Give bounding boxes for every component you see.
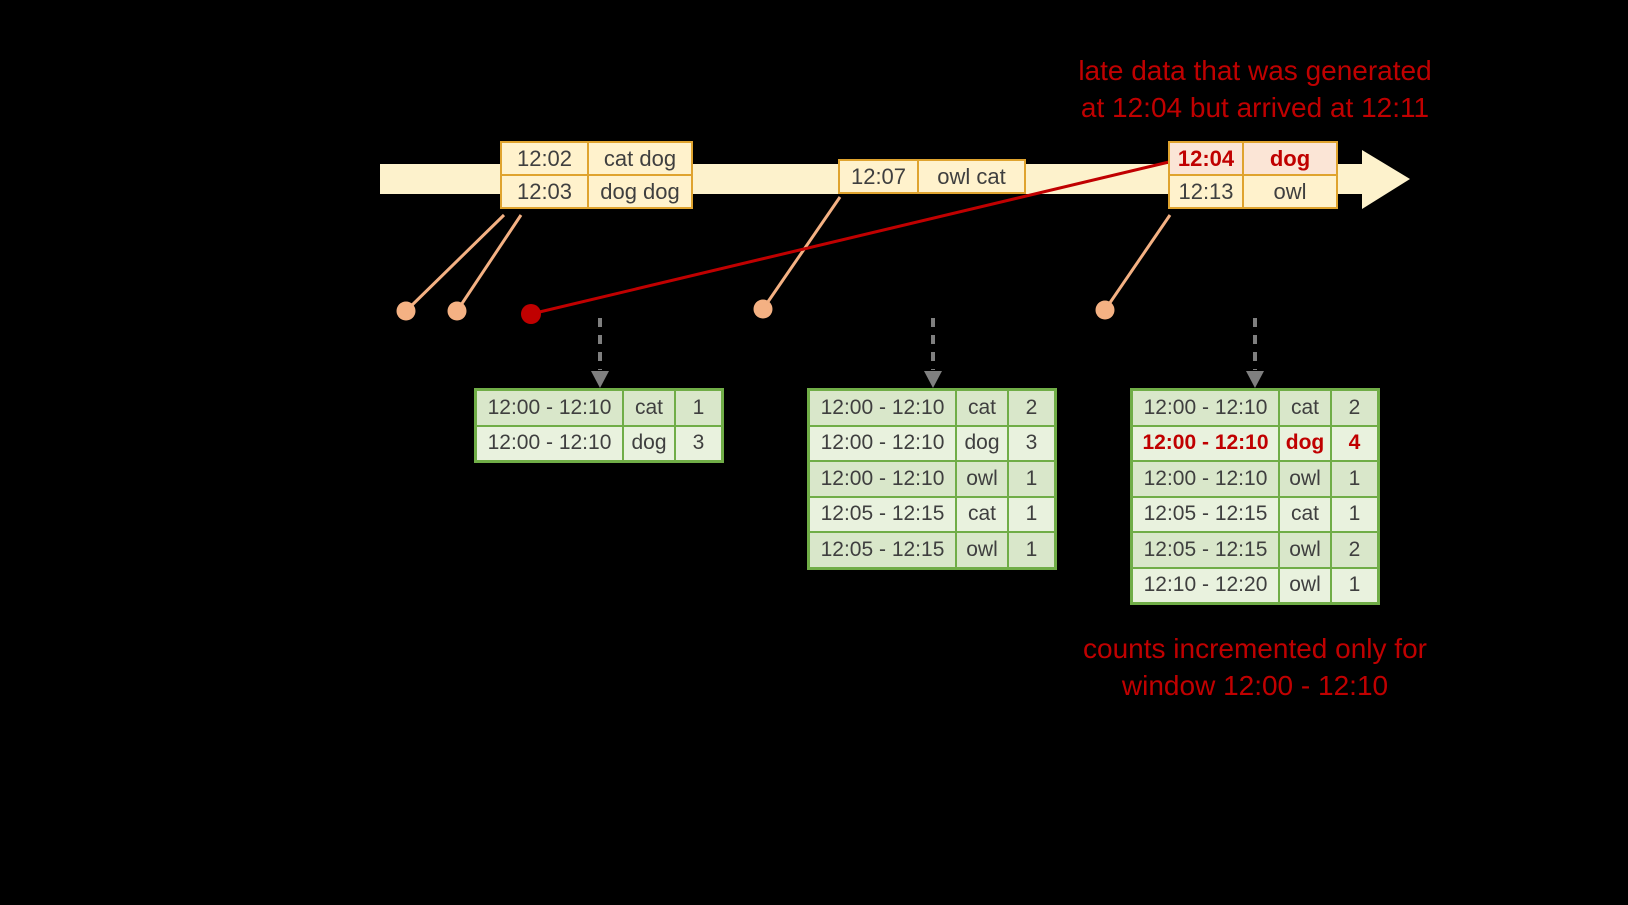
- result-window-cell: 12:00 - 12:10: [807, 424, 957, 462]
- result-word-cell: cat: [622, 388, 676, 427]
- result-count-cell: 2: [1007, 388, 1057, 427]
- result-word-cell: dog: [1278, 424, 1332, 462]
- connector-line: [455, 214, 523, 312]
- late-data-annotation-line1: late data that was generated: [1078, 55, 1432, 86]
- event-time-cell: 12:04: [1168, 141, 1244, 176]
- result-window-cell: 12:00 - 12:10: [1130, 388, 1280, 427]
- event-words-cell: dog dog: [587, 174, 693, 209]
- late-data-annotation-line2: at 12:04 but arrived at 12:11: [1080, 92, 1430, 123]
- event-time-cell: 12:07: [838, 159, 919, 194]
- connector-line: [404, 213, 506, 313]
- result-window-cell: 12:00 - 12:10: [1130, 424, 1280, 462]
- event-words-cell: cat dog: [587, 141, 693, 176]
- counts-incremented-annotation: counts incremented only for window 12:00…: [995, 630, 1515, 704]
- result-count-cell: 1: [674, 388, 724, 427]
- result-window-cell: 12:00 - 12:10: [474, 424, 624, 463]
- result-word-cell: cat: [1278, 388, 1332, 427]
- trigger-arrow-head-icon: [924, 371, 942, 388]
- result-word-cell: cat: [1278, 495, 1332, 533]
- result-window-cell: 12:05 - 12:15: [1130, 531, 1280, 569]
- result-window-cell: 12:05 - 12:15: [807, 495, 957, 533]
- event-words-cell: dog: [1242, 141, 1338, 176]
- late-event-dot: [521, 304, 541, 324]
- result-word-cell: dog: [622, 424, 676, 463]
- trigger-arrow-head-icon: [591, 371, 609, 388]
- event-dot: [396, 301, 416, 321]
- result-window-cell: 12:00 - 12:10: [807, 460, 957, 498]
- result-count-cell: 1: [1007, 531, 1057, 569]
- event-dot: [447, 301, 467, 321]
- result-count-cell: 1: [1007, 460, 1057, 498]
- result-count-cell: 1: [1330, 460, 1380, 498]
- result-count-cell: 2: [1330, 388, 1380, 427]
- result-window-cell: 12:05 - 12:15: [1130, 495, 1280, 533]
- counts-annotation-line1: counts incremented only for: [1083, 633, 1427, 664]
- connector-line: [761, 196, 842, 310]
- result-window-cell: 12:10 - 12:20: [1130, 566, 1280, 605]
- result-count-cell: 1: [1007, 495, 1057, 533]
- result-word-cell: cat: [955, 388, 1009, 427]
- connector-line: [1103, 214, 1172, 311]
- event-time-cell: 12:13: [1168, 174, 1244, 209]
- event-time-cell: 12:02: [500, 141, 589, 176]
- result-window-cell: 12:00 - 12:10: [807, 388, 957, 427]
- late-data-connector-line: [530, 160, 1170, 316]
- result-count-cell: 1: [1330, 495, 1380, 533]
- result-count-cell: 2: [1330, 531, 1380, 569]
- result-word-cell: owl: [1278, 531, 1332, 569]
- late-data-annotation: late data that was generated at 12:04 bu…: [995, 52, 1515, 126]
- result-count-cell: 1: [1330, 566, 1380, 605]
- result-word-cell: dog: [955, 424, 1009, 462]
- result-window-cell: 12:00 - 12:10: [474, 388, 624, 427]
- result-word-cell: owl: [955, 460, 1009, 498]
- result-window-cell: 12:00 - 12:10: [1130, 460, 1280, 498]
- event-dot: [753, 299, 773, 319]
- result-count-cell: 4: [1330, 424, 1380, 462]
- event-words-cell: owl cat: [917, 159, 1026, 194]
- result-word-cell: owl: [1278, 460, 1332, 498]
- result-word-cell: cat: [955, 495, 1009, 533]
- event-dot: [1095, 300, 1115, 320]
- result-count-cell: 3: [1007, 424, 1057, 462]
- trigger-arrow-head-icon: [1246, 371, 1264, 388]
- event-words-cell: owl: [1242, 174, 1338, 209]
- result-word-cell: owl: [955, 531, 1009, 569]
- result-window-cell: 12:05 - 12:15: [807, 531, 957, 569]
- result-count-cell: 3: [674, 424, 724, 463]
- event-time-cell: 12:03: [500, 174, 589, 209]
- result-word-cell: owl: [1278, 566, 1332, 605]
- counts-annotation-line2: window 12:00 - 12:10: [1121, 670, 1389, 701]
